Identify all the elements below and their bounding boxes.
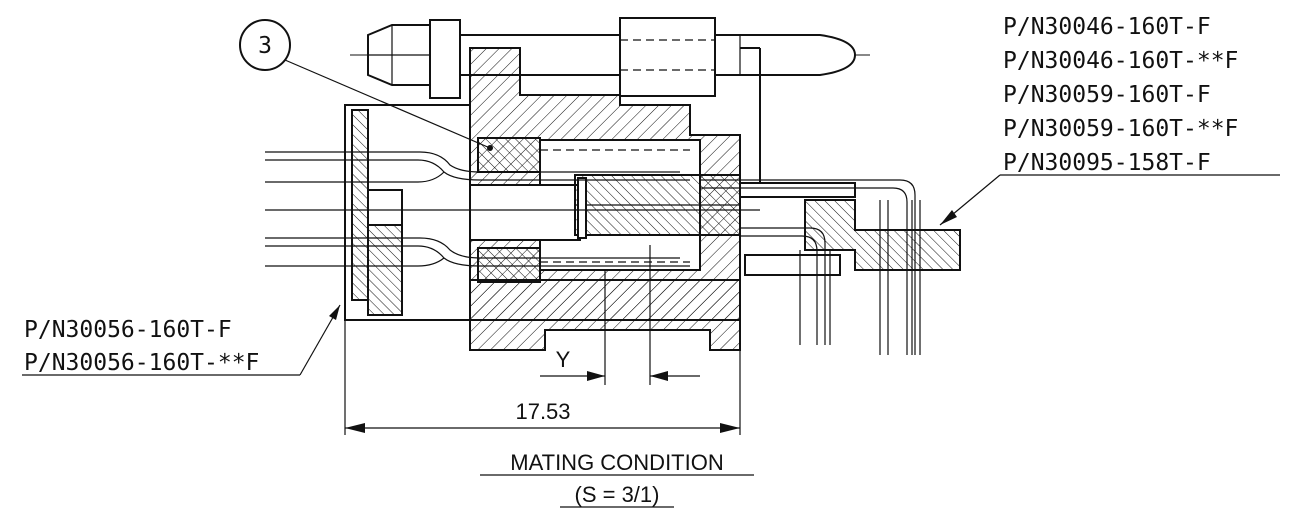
- part-number-right-5: P/N30095-158T-F: [1003, 150, 1211, 176]
- caption-title: MATING CONDITION: [510, 450, 723, 475]
- part-number-right-4: P/N30059-160T-**F: [1003, 116, 1238, 142]
- center-insert: [574, 174, 741, 239]
- left-receptacle: [265, 104, 760, 321]
- part-number-right-1: P/N30046-160T-F: [1003, 14, 1211, 40]
- right-angle-header: [700, 179, 961, 355]
- callout-number: 3: [258, 33, 272, 59]
- dimensions: [344, 245, 741, 435]
- part-number-right-2: P/N30046-160T-**F: [1003, 48, 1238, 74]
- part-numbers-right: P/N30046-160T-F P/N30046-160T-**F P/N300…: [1003, 14, 1238, 176]
- callout-circle: [239, 19, 291, 71]
- guide-pin: [350, 17, 870, 99]
- part-numbers-left: P/N30056-160T-F P/N30056-160T-**F: [24, 317, 259, 376]
- part-number-right-3: P/N30059-160T-F: [1003, 82, 1211, 108]
- part-number-left-1: P/N30056-160T-F: [24, 317, 232, 343]
- caption-scale: (S = 3/1): [575, 482, 660, 507]
- leaders: [22, 19, 1280, 376]
- dimension-y-label: Y: [556, 347, 571, 372]
- dimension-overall: 17.53: [515, 399, 570, 424]
- part-number-left-2: P/N30056-160T-**F: [24, 350, 259, 376]
- housing: [469, 47, 761, 351]
